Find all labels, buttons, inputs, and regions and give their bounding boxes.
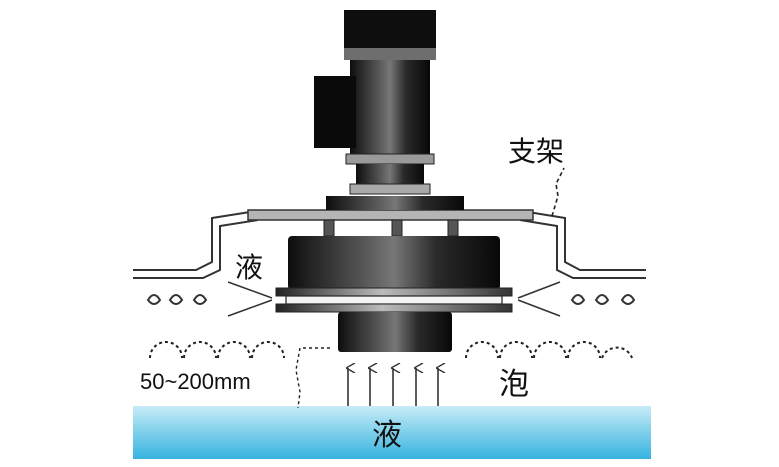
bracket-leader-line xyxy=(551,167,565,217)
junction-box xyxy=(314,76,356,148)
tank-wall-right xyxy=(519,211,646,279)
inflow-lines-left xyxy=(227,281,273,317)
liquid-inlet-label: 液 xyxy=(235,251,264,284)
inflow-lines-right xyxy=(517,281,561,317)
impeller-housing xyxy=(275,236,513,352)
foam-arcs-left xyxy=(149,341,285,359)
motor xyxy=(314,10,464,210)
support-plate xyxy=(247,209,534,221)
standoff-bolts xyxy=(323,219,459,237)
liquid-pool-label: 液 xyxy=(372,418,402,453)
foam-bubbles-right xyxy=(570,294,636,305)
liquid-pool xyxy=(133,406,651,459)
distance-dimension-line xyxy=(295,347,330,409)
suction-arrows xyxy=(348,368,438,406)
bracket-label: 支架 xyxy=(508,135,565,168)
distance-label: 50~200mm xyxy=(140,369,251,394)
tank-wall-left xyxy=(133,211,259,279)
foam-label: 泡 xyxy=(499,367,529,402)
foam-bubbles-left xyxy=(146,294,208,305)
foam-arcs-right xyxy=(465,341,633,359)
